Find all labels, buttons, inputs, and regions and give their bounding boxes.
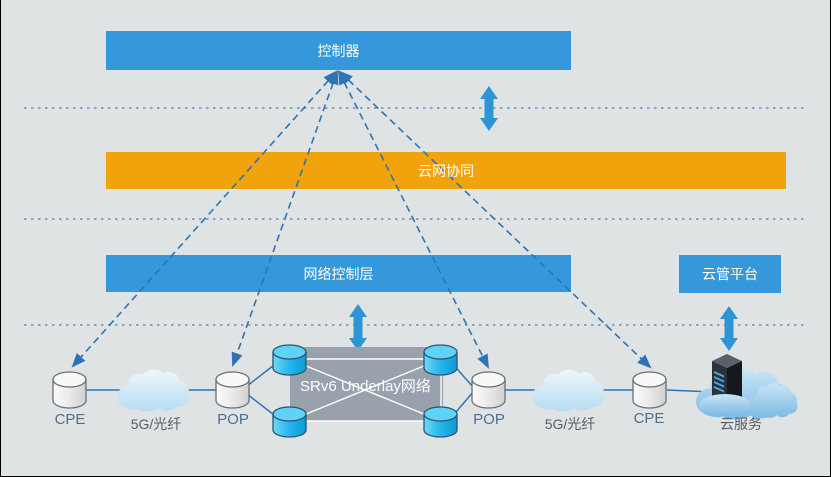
dashed-link-controller-cpe-right bbox=[338, 70, 652, 369]
service-cloud-front-lobe bbox=[699, 394, 751, 416]
pop-cylinder-icon bbox=[471, 371, 506, 409]
dashed-link-controller-pop-left bbox=[231, 69, 339, 368]
access-cloud-icon bbox=[532, 369, 605, 412]
double-arrow-controller-synergy bbox=[480, 86, 498, 131]
core-router-cylinder-icon bbox=[272, 344, 307, 376]
cloud-platform-box bbox=[679, 255, 781, 293]
controller-bar bbox=[106, 31, 571, 70]
network-control-bar bbox=[106, 255, 571, 292]
core-router-cylinder-icon bbox=[423, 344, 458, 376]
dashed-link-controller-cpe-left bbox=[71, 70, 338, 368]
synergy-bar bbox=[106, 152, 786, 189]
srv6-underlay-box bbox=[288, 347, 443, 422]
core-router-cylinder-icon bbox=[423, 406, 458, 438]
pop-cylinder-icon bbox=[215, 371, 250, 409]
double-arrow-netctl-srv6 bbox=[349, 304, 367, 351]
core-router-cylinder-icon bbox=[272, 406, 307, 438]
cpe-cylinder-icon bbox=[632, 371, 667, 409]
cpe-cylinder-icon bbox=[52, 371, 87, 409]
server-icon bbox=[712, 354, 742, 404]
access-cloud-icon bbox=[117, 369, 190, 412]
double-arrow-platform-cloudservice bbox=[720, 306, 738, 351]
